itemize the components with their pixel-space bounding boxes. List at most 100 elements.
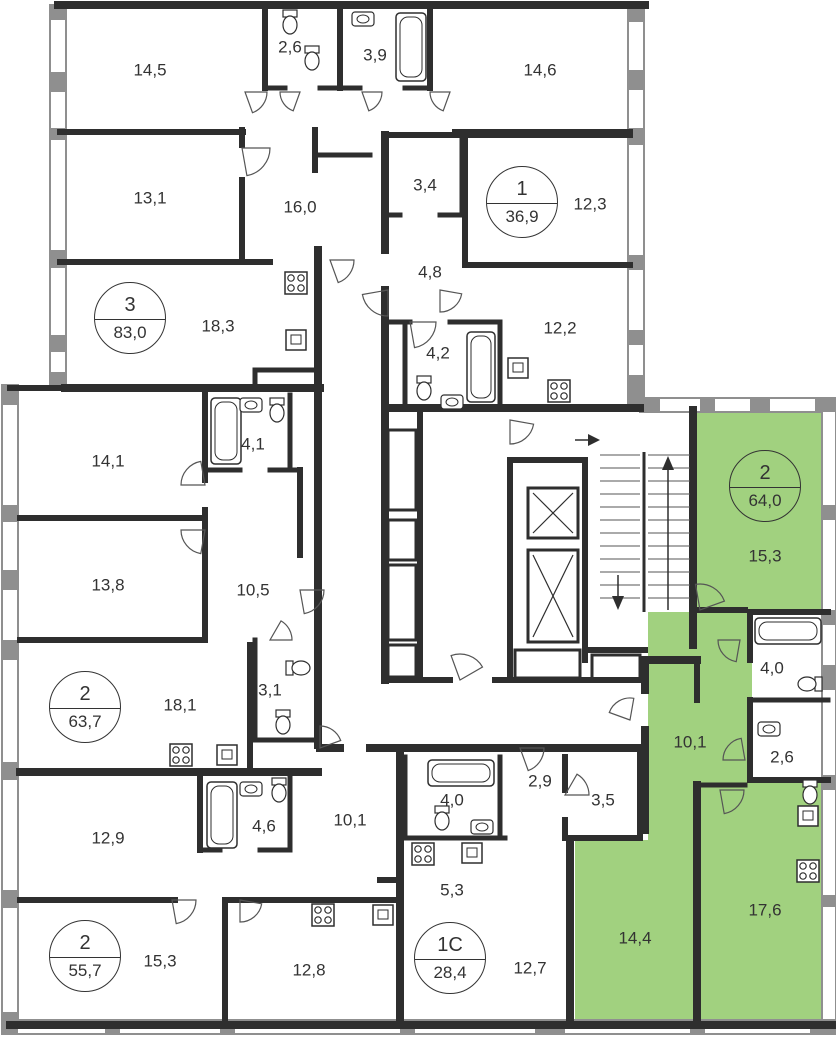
washbasin-bowl-icon	[762, 724, 776, 734]
stove-burner-icon	[172, 756, 180, 764]
door-swing	[450, 653, 484, 681]
door-swing	[180, 529, 206, 555]
sink-basin-icon	[802, 810, 814, 821]
window-pier	[2, 505, 18, 522]
apartment-badge: 2 55,7	[49, 920, 121, 992]
apartment-total-area: 64,0	[748, 491, 782, 510]
stair-entry-arrow-icon	[588, 434, 600, 446]
window-pier	[815, 398, 836, 412]
stove-burner-icon	[314, 906, 322, 914]
window-pier	[628, 330, 644, 345]
window-pier	[822, 505, 836, 520]
apartment-badge: 1С 28,4	[414, 922, 486, 994]
room-area-label: 17,6	[748, 900, 782, 920]
door-swing	[244, 91, 268, 114]
door-swing	[719, 789, 745, 815]
bathtub-inner-icon	[399, 16, 423, 78]
walls	[6, 1, 836, 1029]
stove-burner-icon	[799, 862, 807, 870]
stove-burner-icon	[550, 382, 558, 390]
room-area-label: 15,3	[143, 951, 177, 971]
toilet-bowl-icon	[304, 51, 320, 71]
door-swing	[608, 697, 635, 721]
sink-basin-icon	[466, 847, 478, 858]
door-swings	[171, 91, 746, 925]
washbasin-bowl-icon	[244, 400, 258, 410]
room-area-label: 2,6	[770, 747, 794, 767]
elevator-core	[386, 428, 642, 681]
window-pier	[700, 398, 715, 412]
window-pier	[822, 665, 836, 690]
window-pier	[2, 570, 18, 590]
stove-burner-icon	[550, 392, 558, 400]
apartment-number: 3	[124, 294, 136, 316]
toilet-icon	[304, 45, 320, 71]
window-frame	[639, 397, 836, 413]
stove-burner-icon	[799, 872, 807, 880]
window-pier	[50, 335, 66, 352]
window-pier	[2, 890, 18, 908]
toilet-bowl-icon	[282, 15, 298, 35]
sink-basin-icon	[290, 334, 302, 345]
window-frame	[1, 384, 19, 1026]
bathtub-icon	[754, 617, 822, 645]
utility-shaft	[386, 428, 418, 512]
stove-icon	[169, 743, 193, 767]
door-swing	[329, 259, 355, 284]
stove-icon	[547, 379, 571, 403]
stove-burner-icon	[287, 284, 295, 292]
window-pier	[822, 895, 836, 907]
door-swing	[722, 737, 746, 761]
room-area-label: 10,5	[236, 580, 270, 600]
door-swing	[180, 460, 206, 486]
badge-divider	[487, 203, 557, 204]
apartment-number: 2	[759, 462, 771, 484]
bathtub-icon	[466, 331, 496, 403]
door-swing	[171, 899, 197, 925]
apartment-number: 1	[516, 178, 528, 200]
stove-burner-icon	[414, 845, 422, 853]
stove-burner-icon	[809, 872, 817, 880]
stove-burner-icon	[297, 284, 305, 292]
door-swing	[319, 725, 342, 749]
apartment-badge: 3 83,0	[94, 282, 166, 354]
window-frame	[49, 4, 67, 388]
toilet-icon	[282, 9, 298, 35]
toilet-icon	[797, 676, 823, 692]
bathtub-inner-icon	[758, 621, 818, 641]
highlighted-room-fill	[575, 840, 700, 1020]
sink-icon	[797, 805, 819, 827]
room-area-label: 4,1	[241, 434, 265, 454]
stove-icon	[796, 859, 820, 883]
window-pier	[2, 640, 18, 660]
bathtub-icon	[206, 781, 238, 849]
door-swing	[279, 91, 301, 112]
stove-burner-icon	[809, 862, 817, 870]
stove-burner-icon	[314, 916, 322, 924]
sink-icon	[507, 357, 529, 379]
sink-basin-icon	[512, 362, 524, 373]
washbasin-icon	[239, 781, 263, 797]
apartment-total-area: 55,7	[68, 961, 102, 980]
window-pier	[50, 72, 66, 92]
apartment-badge: 1 36,9	[486, 166, 558, 238]
staircase	[575, 434, 690, 612]
stove-icon	[411, 842, 435, 866]
stove-burner-icon	[560, 392, 568, 400]
door-swing	[239, 899, 263, 923]
bathtub-inner-icon	[470, 335, 492, 399]
room-area-label: 14,1	[91, 451, 125, 471]
stove-burner-icon	[424, 855, 432, 863]
door-swing	[694, 583, 726, 611]
door-swing	[268, 620, 293, 641]
fixtures	[169, 9, 823, 927]
room-area-label: 13,8	[91, 575, 125, 595]
stove-burner-icon	[414, 855, 422, 863]
utility-shaft	[386, 518, 418, 562]
toilet-bowl-icon	[291, 660, 311, 676]
apartment-total-area: 36,9	[505, 207, 539, 226]
stair-up-arrow-icon	[662, 456, 674, 470]
apartment-number: 1С	[437, 934, 463, 956]
toilet-icon	[802, 779, 818, 805]
room-area-label: 4,0	[440, 790, 464, 810]
